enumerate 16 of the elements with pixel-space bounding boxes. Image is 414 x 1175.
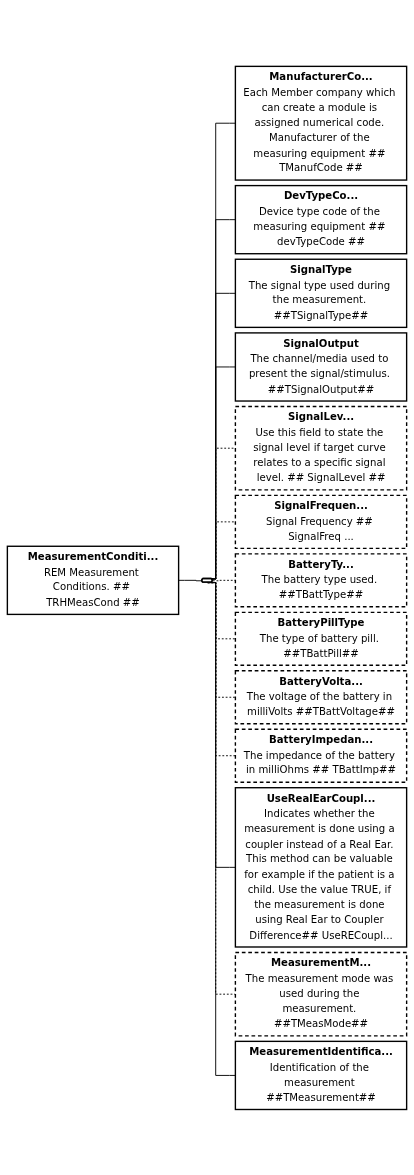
node-box — [234, 1040, 408, 1110]
node-box — [234, 786, 408, 948]
connector — [178, 579, 203, 581]
node-box — [234, 552, 408, 608]
node-box — [234, 494, 408, 549]
connector — [212, 579, 236, 581]
node-box — [6, 545, 180, 615]
node-box — [234, 65, 408, 181]
node-box — [234, 611, 408, 666]
node-box — [234, 728, 408, 783]
node-box — [234, 405, 408, 491]
node-box — [234, 669, 408, 724]
node-box — [234, 258, 408, 328]
node-box — [234, 184, 408, 254]
node-box — [234, 331, 408, 402]
node-box — [234, 951, 408, 1037]
